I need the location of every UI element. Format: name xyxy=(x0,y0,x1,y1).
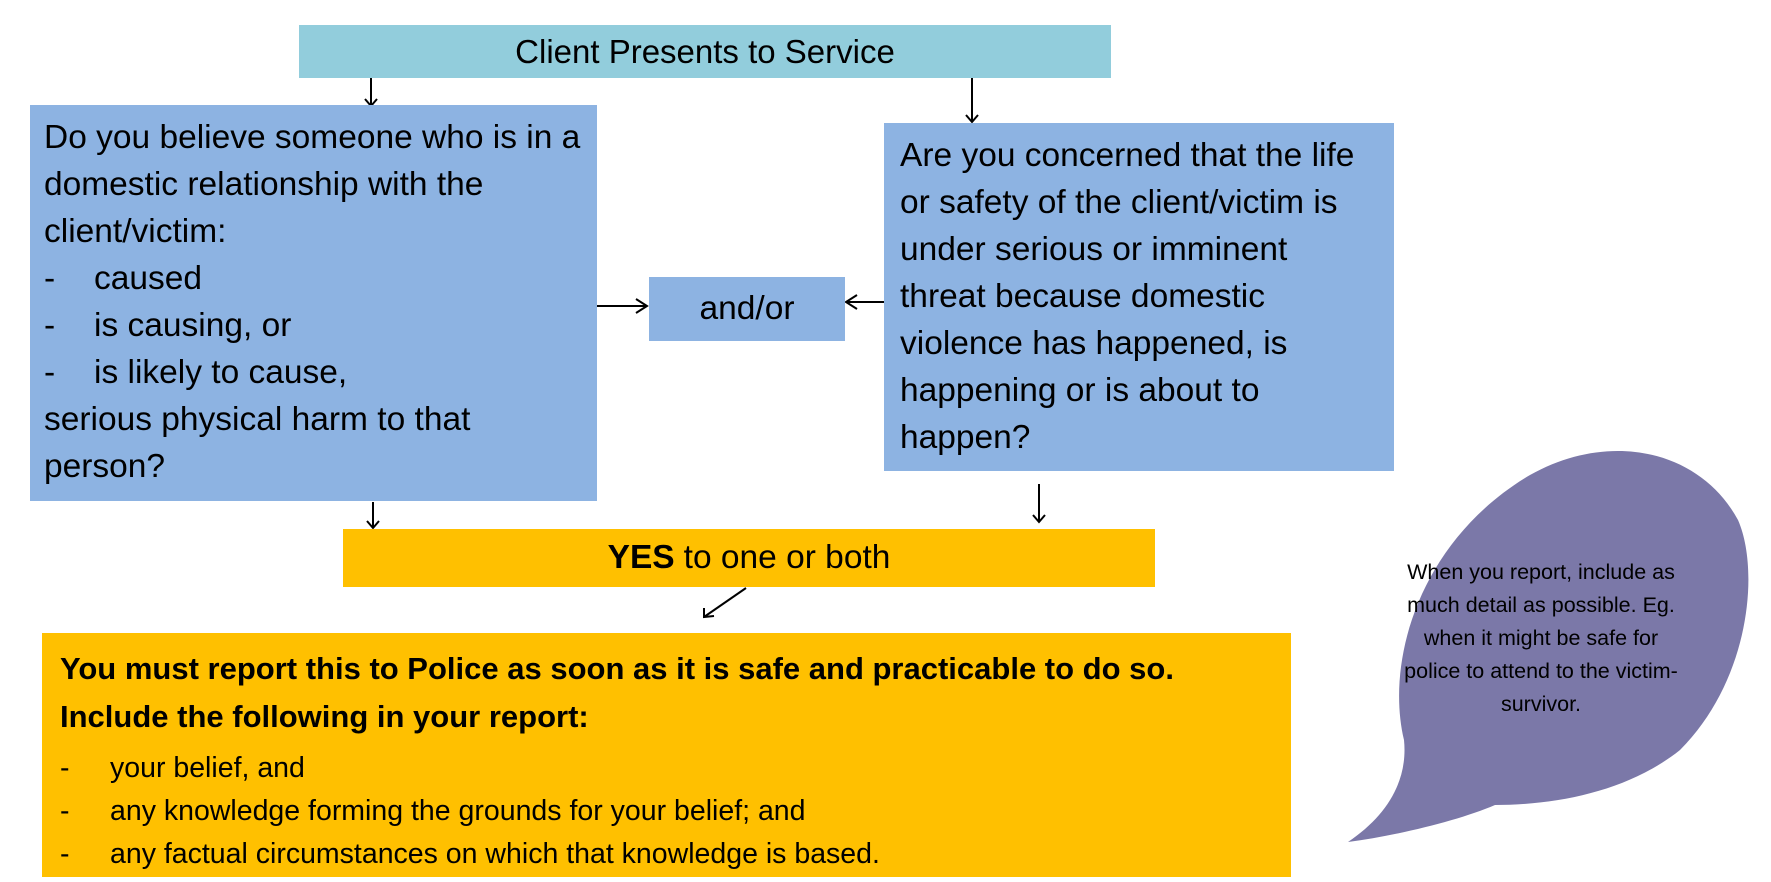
left-question-list: -caused -is causing, or -is likely to ca… xyxy=(44,255,583,396)
andor-box: and/or xyxy=(649,277,845,341)
left-question-outro: serious physical harm to that person? xyxy=(44,401,471,485)
list-item: -caused xyxy=(44,260,203,297)
list-item: -is likely to cause, xyxy=(44,354,348,391)
yes-rest: to one or both xyxy=(683,539,891,576)
start-label: Client Presents to Service xyxy=(515,32,895,70)
list-item: -any factual circumstances on which that… xyxy=(60,838,880,870)
speech-bubble xyxy=(1348,450,1749,842)
report-list: -your belief, and -any knowledge forming… xyxy=(60,747,1273,876)
arrow-yes-to-report xyxy=(703,587,747,618)
right-question-text: Are you concerned that the life or safet… xyxy=(900,137,1355,456)
list-item: -any knowledge forming the grounds for y… xyxy=(60,795,806,827)
callout-text: When you report, include as much detail … xyxy=(1404,560,1678,716)
yes-box: YES to one or both xyxy=(343,529,1155,587)
report-box: You must report this to Police as soon a… xyxy=(42,633,1291,877)
yes-bold: YES xyxy=(607,539,675,576)
report-heading: You must report this to Police as soon a… xyxy=(60,651,1174,734)
list-item: -is causing, or xyxy=(44,307,292,344)
list-item: -your belief, and xyxy=(60,752,305,784)
left-question-intro: Do you believe someone who is in a domes… xyxy=(44,119,581,250)
right-question-box: Are you concerned that the life or safet… xyxy=(884,123,1394,471)
left-question-box: Do you believe someone who is in a domes… xyxy=(30,105,597,501)
andor-label: and/or xyxy=(699,290,795,327)
start-box: Client Presents to Service xyxy=(299,25,1111,78)
